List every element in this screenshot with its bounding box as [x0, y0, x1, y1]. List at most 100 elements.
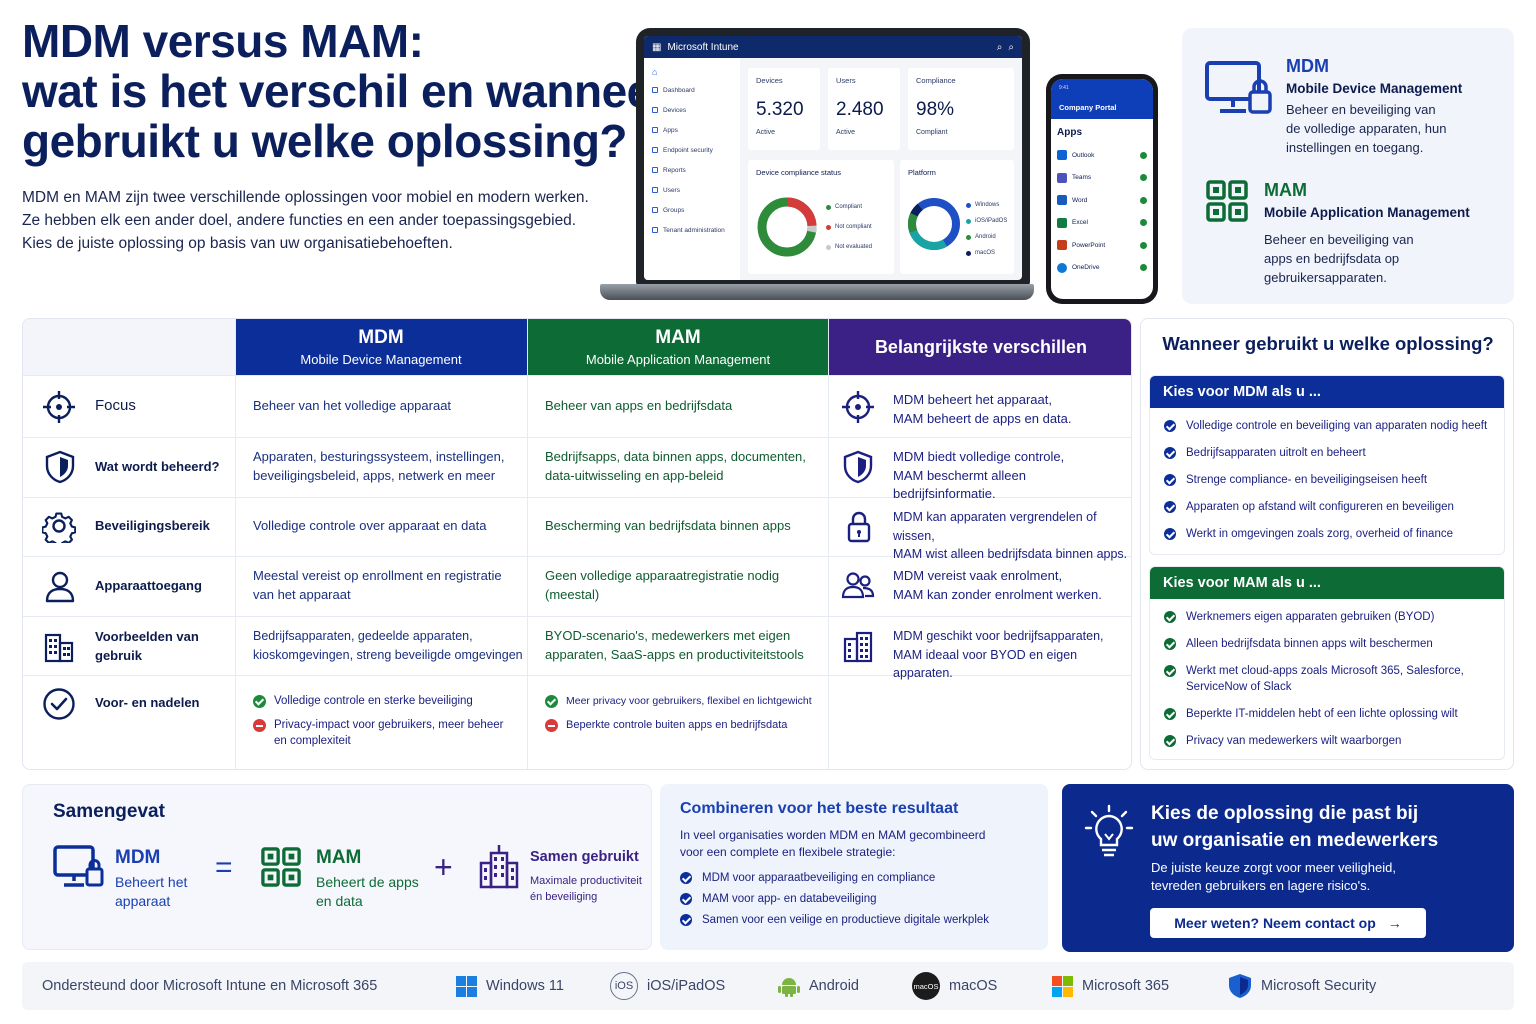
- text-line: Maximale productiviteit: [530, 875, 642, 887]
- nav-groups[interactable]: Groups: [652, 200, 732, 220]
- kpi-sub: Compliant: [916, 129, 948, 136]
- phone-app-title: Company Portal: [1059, 103, 1117, 112]
- app-powerpoint[interactable]: PowerPoint: [1057, 234, 1147, 257]
- pro-text: Volledige controle en sterke beveiliging: [274, 695, 473, 707]
- nav-label: Reports: [663, 166, 686, 174]
- row-label-examples: Voorbeelden van gebruik: [95, 616, 199, 675]
- app-teams[interactable]: Teams: [1057, 167, 1147, 190]
- item-text: Volledige controle en beveiliging van ap…: [1186, 420, 1488, 432]
- list-item: Werkt in omgevingen zoals zorg, overheid…: [1164, 526, 1494, 542]
- nav-tenant-admin[interactable]: Tenant administration: [652, 220, 732, 240]
- header-subtitle: Mobile Device Management: [300, 352, 462, 367]
- label-line: Voorbeelden van: [95, 629, 199, 644]
- nav-apps[interactable]: Apps: [652, 120, 732, 140]
- search-icon-2[interactable]: ⌕: [1008, 41, 1014, 53]
- cta-title: Kies de oplossing die past bij uw organi…: [1151, 800, 1438, 854]
- header-title: MDM: [358, 327, 404, 348]
- intro-line: MDM en MAM zijn twee verschillende oplos…: [22, 189, 589, 206]
- mdm-cell: Bedrijfsapparaten, gedeelde apparaten, k…: [253, 616, 525, 675]
- platform-label: iOS/iPadOS: [647, 978, 726, 994]
- monitor-lock-icon: [53, 845, 104, 887]
- mam-cell: BYOD-scenario's, medewerkers met eigen a…: [545, 616, 825, 675]
- row-divider: [23, 437, 1131, 438]
- platform-windows: Windows 11: [456, 962, 564, 1010]
- nav-endpoint-security[interactable]: Endpoint security: [652, 140, 732, 160]
- item-text: Werkt in omgevingen zoals zorg, overheid…: [1186, 528, 1453, 540]
- ios-badge-icon: iOS: [610, 972, 638, 1000]
- app-label: Outlook: [1072, 151, 1095, 159]
- kpi-devices: Devices 5.320 Active: [748, 68, 820, 150]
- intune-sidebar: ⌂ Dashboard Devices Apps Endpoint securi…: [644, 58, 740, 280]
- nav-label: Devices: [663, 106, 687, 114]
- check-icon: [1164, 447, 1176, 459]
- shield-icon: [45, 450, 75, 484]
- desc-line: Beheer en beveiliging van: [1286, 102, 1436, 117]
- grid-icon[interactable]: ▦: [652, 41, 662, 53]
- item-text: MDM voor apparaatbeveiliging en complian…: [702, 872, 936, 884]
- mdm-cell: Meestal vereist op enrollment en registr…: [253, 556, 523, 616]
- footer-bar: Ondersteund door Microsoft Intune en Mic…: [22, 962, 1514, 1010]
- phone-screen: 9:41 Company Portal Apps Outlook Teams W…: [1051, 79, 1153, 299]
- title-line-2: wat is het verschil en wanneer: [22, 65, 670, 117]
- check-icon: [1164, 474, 1176, 486]
- mdm-description: Beheer en beveiliging van de volledige a…: [1286, 100, 1506, 157]
- app-label: Word: [1072, 196, 1088, 204]
- nav-label: Groups: [663, 206, 685, 214]
- mdm-subtitle: Mobile Device Management: [1286, 81, 1463, 96]
- diff-line: MAM kan zonder enrolment werken.: [893, 586, 1102, 602]
- teams-icon: [1057, 172, 1067, 183]
- phone-time: 9:41: [1059, 85, 1069, 91]
- user-icon: [45, 571, 75, 603]
- row-divider: [23, 375, 1131, 376]
- legend-label: Compliant: [835, 204, 863, 210]
- app-word[interactable]: Word: [1057, 189, 1147, 212]
- kpi-value: 5.320: [756, 99, 804, 120]
- app-label: OneDrive: [1072, 264, 1100, 272]
- header-title: Belangrijkste verschillen: [874, 336, 1088, 357]
- diff-cell: MDM kan apparaten vergrendelen of wissen…: [893, 497, 1129, 561]
- nav-dashboard[interactable]: Dashboard: [652, 80, 732, 100]
- mdm-pro: Volledige controle en sterke beveiliging: [253, 693, 523, 709]
- nav-reports[interactable]: Reports: [652, 160, 732, 180]
- nav-devices[interactable]: Devices: [652, 100, 732, 120]
- summary-mdm-text: Beheert het apparaat: [115, 873, 187, 911]
- check-icon: [1164, 611, 1176, 623]
- compliance-panel: Device compliance status Compliant Not c…: [748, 160, 894, 274]
- summary-mam: MAM Beheert de apps en data: [316, 847, 419, 911]
- home-icon[interactable]: ⌂: [652, 67, 658, 77]
- diff-line: MAM beschermt alleen bedrijfsinformatie.: [893, 467, 1026, 502]
- platform-macos: macOS macOS: [912, 962, 997, 1010]
- item-text: Werkt met cloud-apps zoals Microsoft 365…: [1186, 663, 1464, 695]
- column-divider: [828, 319, 829, 769]
- mam-when-heading: Kies voor MAM als u ...: [1150, 567, 1504, 599]
- contact-button[interactable]: Meer weten? Neem contact op →: [1150, 908, 1426, 938]
- check-icon: [1140, 219, 1147, 227]
- nav-users[interactable]: Users: [652, 180, 732, 200]
- title-line-1: MDM versus MAM:: [22, 15, 424, 67]
- kpi-label: Users: [836, 76, 856, 85]
- app-label: Teams: [1072, 174, 1092, 182]
- intro-line: voor een complete en flexibele strategie…: [680, 845, 896, 859]
- mam-pro: Meer privacy voor gebruikers, flexibel e…: [545, 693, 827, 709]
- item-text: Apparaten op afstand wilt configureren e…: [1186, 501, 1454, 513]
- diff-cell: MDM vereist vaak enrolment, MAM kan zond…: [893, 556, 1129, 616]
- lock-icon: [847, 511, 871, 543]
- desc-line: gebruikersapparaten.: [1264, 270, 1387, 285]
- text-line: tevreden gebruikers en lagere risico's.: [1151, 878, 1371, 893]
- search-icon[interactable]: ⌕: [996, 41, 1003, 53]
- kpi-compliance: Compliance 98% Compliant: [908, 68, 1014, 150]
- app-onedrive[interactable]: OneDrive: [1057, 257, 1147, 280]
- cta-text: De juiste keuze zorgt voor meer veilighe…: [1151, 859, 1396, 895]
- mam-when-list: Werknemers eigen apparaten gebruiken (BY…: [1150, 599, 1504, 755]
- app-outlook[interactable]: Outlook: [1057, 144, 1147, 167]
- diff-cell: MDM beheert het apparaat, MAM beheert de…: [893, 375, 1129, 437]
- app-excel[interactable]: Excel: [1057, 212, 1147, 235]
- text-line: Beheert het: [115, 874, 188, 890]
- text-line: De juiste keuze zorgt voor meer veilighe…: [1151, 860, 1396, 875]
- intro-line: Kies de juiste oplossing op basis van uw…: [22, 235, 453, 252]
- item-line: ServiceNow of Slack: [1186, 681, 1292, 693]
- equals-sign: =: [215, 851, 233, 884]
- legend-macos: macOS: [966, 250, 995, 256]
- mdm-when-heading: Kies voor MDM als u ...: [1150, 376, 1504, 408]
- windows-icon: [456, 975, 477, 997]
